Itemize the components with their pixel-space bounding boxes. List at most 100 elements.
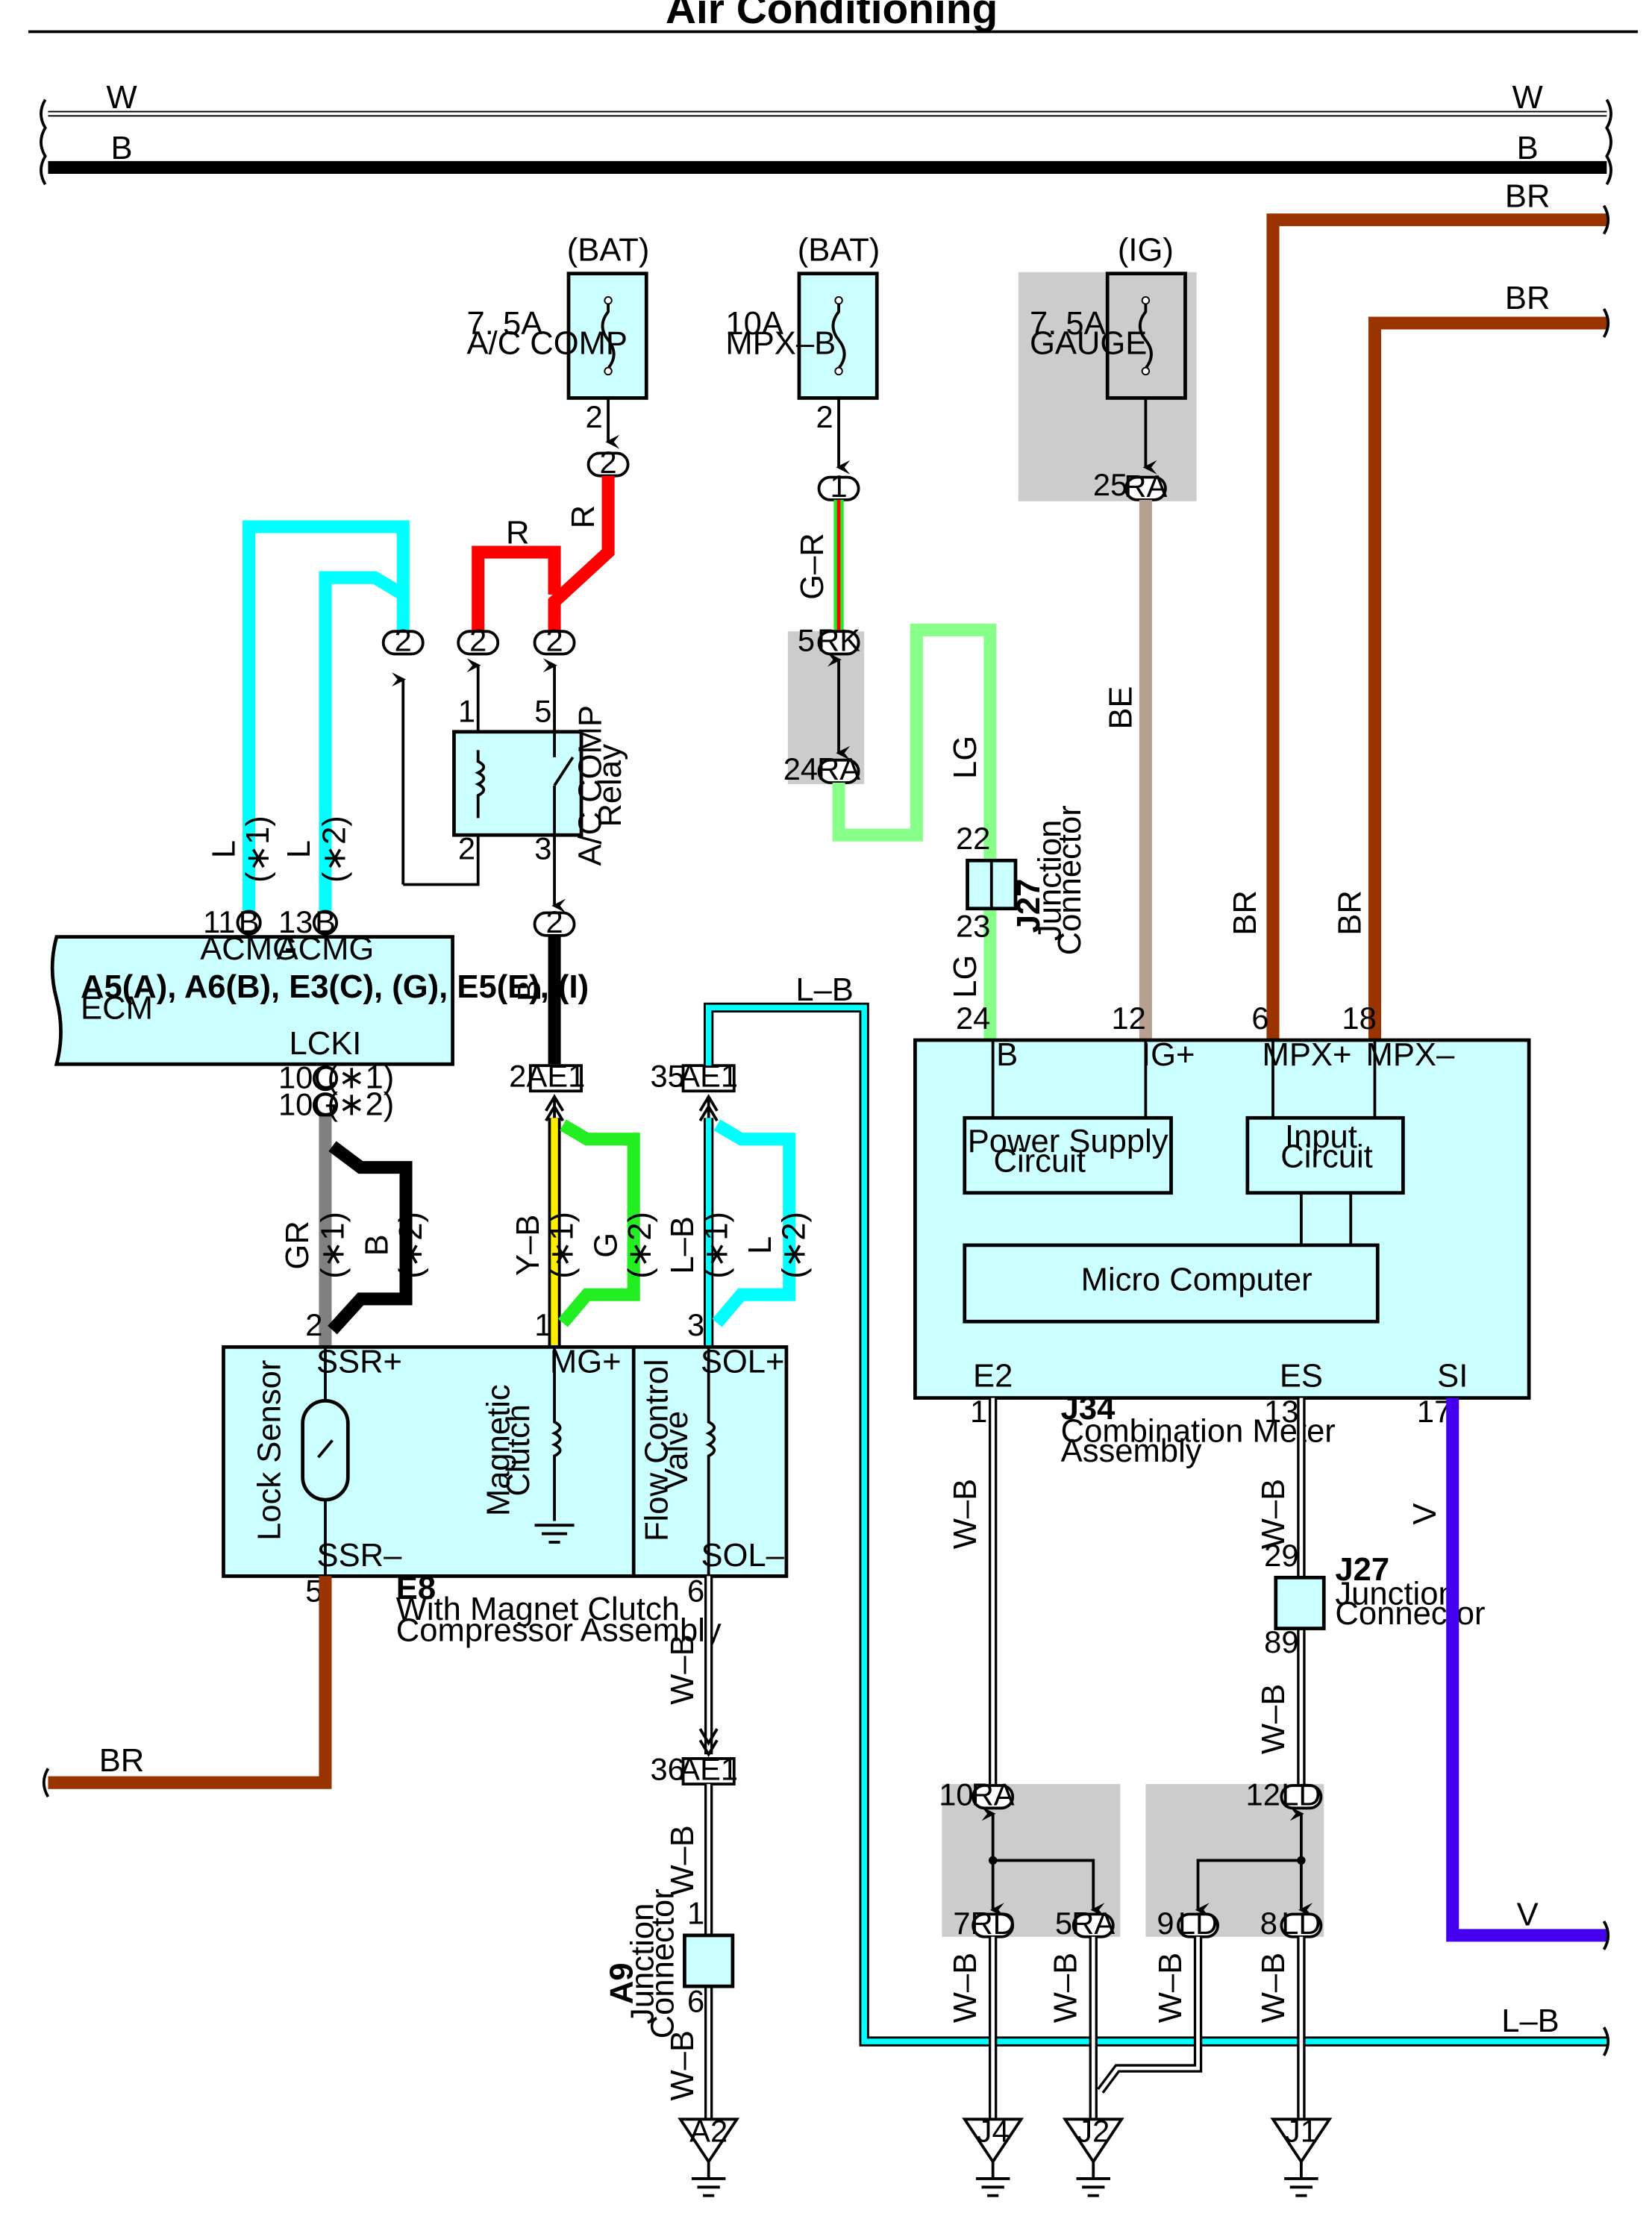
svg-text:MPX–B: MPX–B: [725, 326, 836, 362]
svg-text:Circuit: Circuit: [1280, 1139, 1372, 1175]
label-br-18: BR: [1333, 890, 1368, 936]
ground-j4: J4: [962, 2114, 1024, 2197]
wire-w-b-e2: W–B: [948, 1397, 998, 1785]
svg-text:Lock Sensor: Lock Sensor: [251, 1360, 287, 1541]
svg-text:Junction: Junction: [1335, 1576, 1456, 1612]
svg-text:BE: BE: [1103, 686, 1139, 729]
connector-ae1-2: AE1 2: [509, 1059, 585, 1094]
compressor-e8: 2 1 3 SSR+ MG+ SOL+ SSR– SOL– Lock Senso…: [222, 1307, 789, 1649]
svg-text:E2: E2: [973, 1358, 1013, 1394]
svg-text:35: 35: [651, 1059, 685, 1094]
wire-w-b-j1: W–B: [1256, 1936, 1306, 2120]
svg-text:W–B: W–B: [948, 1953, 983, 2023]
svg-text:(∗2): (∗2): [317, 816, 353, 883]
svg-text:9: 9: [1157, 1906, 1174, 1941]
ecm-box: A5(A), A6(B), E3(C), (G), E5(E), (I) ECM…: [50, 931, 589, 1066]
svg-text:22: 22: [956, 821, 990, 856]
svg-text:B: B: [359, 1234, 395, 1256]
svg-text:BR: BR: [1505, 179, 1551, 215]
svg-text:B: B: [239, 904, 260, 939]
wire-be: BE: [1103, 499, 1152, 1041]
svg-text:(∗1): (∗1): [698, 1212, 734, 1279]
svg-text:Power Supply: Power Supply: [968, 1124, 1168, 1159]
svg-text:10: 10: [939, 1777, 973, 1812]
svg-text:5: 5: [534, 694, 551, 729]
svg-text:Junction: Junction: [1033, 820, 1069, 941]
wire-l-1: L (∗1): [207, 520, 410, 913]
svg-text:3: 3: [687, 1307, 704, 1342]
wire-l-b-comp: L–B (∗1): [665, 1118, 734, 1348]
wire-br-ground: BR: [42, 1576, 332, 1798]
svg-text:RK: RK: [817, 623, 860, 658]
svg-text:3: 3: [534, 830, 551, 866]
connector-1-mpx: 1: [817, 469, 860, 504]
svg-text:1: 1: [830, 469, 847, 504]
wire-g-r: G–R: [795, 499, 844, 630]
connector-c-10: C 10 (∗1): [278, 1060, 394, 1095]
svg-text:(∗2): (∗2): [327, 1086, 394, 1122]
junction-a9: 1 6 A9 Junction Connector: [604, 1888, 735, 2038]
svg-text:(IG): (IG): [1118, 233, 1174, 269]
connector-g-10: G 10 (∗2): [278, 1086, 394, 1122]
wire-g: G (∗2): [557, 1119, 658, 1327]
svg-text:5: 5: [1055, 1906, 1072, 1941]
bus-b: B B: [48, 131, 1607, 174]
svg-text:18: 18: [1342, 1001, 1376, 1036]
svg-text:RA: RA: [972, 1777, 1015, 1812]
svg-text:LCKI: LCKI: [290, 1026, 362, 1062]
svg-text:W–B: W–B: [948, 1479, 983, 1549]
relay-ac-comp: 1 5 2 3 A/C COMP Relay: [452, 694, 628, 866]
connector-ra-24: RA 24: [783, 751, 861, 786]
svg-text:B: B: [1517, 131, 1539, 166]
svg-text:2: 2: [586, 399, 603, 434]
svg-text:Clutch: Clutch: [501, 1404, 536, 1497]
svg-text:6: 6: [1251, 1001, 1268, 1036]
svg-text:6: 6: [687, 1983, 704, 2018]
svg-text:MPX–: MPX–: [1366, 1037, 1455, 1073]
svg-text:ACMG: ACMG: [200, 931, 298, 967]
svg-text:MPX+: MPX+: [1263, 1037, 1352, 1073]
svg-text:AE1: AE1: [679, 1751, 738, 1786]
svg-text:LD: LD: [1178, 1906, 1218, 1941]
svg-text:RA: RA: [1124, 469, 1167, 504]
svg-text:LG: LG: [948, 955, 983, 998]
svg-text:36: 36: [651, 1751, 685, 1786]
svg-text:With Magnet Clutch: With Magnet Clutch: [396, 1591, 680, 1627]
junction-j27-bottom: 29 89 J27 Junction Connector: [1264, 1538, 1485, 1659]
svg-text:Relay: Relay: [592, 744, 628, 827]
svg-text:L: L: [281, 840, 317, 858]
wire-l-2: L (∗2): [281, 571, 407, 913]
connector-ra-25: RA: [1124, 469, 1167, 504]
svg-text:A2: A2: [689, 2114, 728, 2149]
svg-text:Valve: Valve: [659, 1411, 695, 1490]
svg-text:1: 1: [458, 694, 475, 729]
connector-ra-5: RA 5: [1055, 1906, 1116, 1941]
svg-text:L–B: L–B: [795, 972, 854, 1008]
svg-text:LD: LD: [1281, 1777, 1321, 1812]
wire-br-1: BR: [1266, 179, 1610, 1041]
break-mark-left: [40, 98, 47, 186]
svg-text:V: V: [1517, 1897, 1539, 1933]
svg-text:25: 25: [1093, 467, 1127, 502]
arrow-ae1-35: [698, 1094, 719, 1122]
svg-text:A9: A9: [604, 1962, 639, 2004]
svg-text:(∗1): (∗1): [316, 1212, 351, 1279]
svg-text:Connector: Connector: [1052, 805, 1088, 955]
svg-text:10A: 10A: [725, 306, 783, 342]
svg-text:1: 1: [534, 1307, 551, 1342]
wire-l-b: L–B L–B: [704, 972, 1610, 2056]
ground-j1: J1: [1270, 2114, 1333, 2197]
svg-text:Combination Meter: Combination Meter: [1061, 1413, 1336, 1449]
connector-2-relay-out: 2: [533, 904, 576, 939]
svg-text:2: 2: [599, 445, 616, 480]
svg-text:Assembly: Assembly: [1061, 1433, 1202, 1469]
svg-text:GR: GR: [280, 1221, 316, 1269]
svg-text:RA: RA: [1071, 1906, 1115, 1941]
svg-text:MG+: MG+: [550, 1344, 622, 1380]
svg-text:SOL–: SOL–: [701, 1538, 784, 1574]
svg-text:E8: E8: [396, 1571, 436, 1606]
fuse-mpx-b: (BAT) 10A MPX–B 2: [725, 233, 880, 475]
svg-text:B: B: [996, 1037, 1018, 1073]
svg-text:J1: J1: [1285, 2114, 1318, 2149]
svg-text:J4: J4: [977, 2114, 1010, 2149]
